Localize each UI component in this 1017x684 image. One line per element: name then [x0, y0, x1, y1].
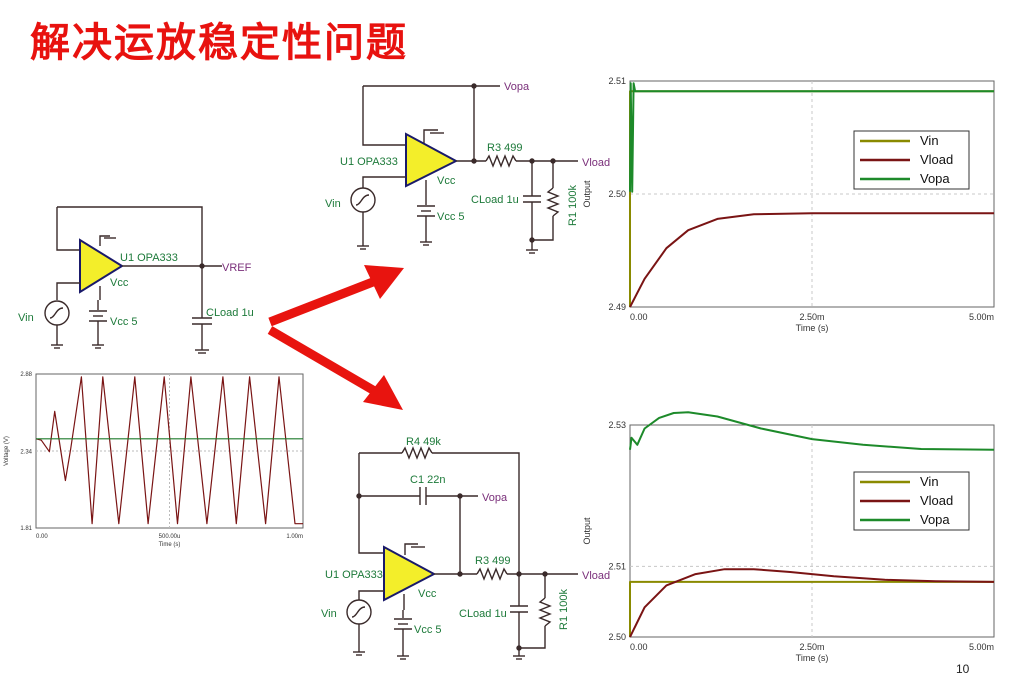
y-tick-label: 2.88: [20, 372, 32, 378]
arrow-up-head: [364, 265, 404, 299]
top-vopa-label: Vopa: [504, 81, 530, 93]
bottom-r1-label: R1 100k: [558, 589, 570, 630]
resistor-r1: [546, 187, 560, 217]
y-tick-label: 2.50: [608, 632, 626, 642]
bottom-vin-label: Vin: [321, 608, 337, 620]
top-cap-label: CLoad 1u: [471, 194, 519, 206]
series-line-0: [35, 376, 303, 525]
resistor-r4: [401, 446, 433, 460]
bottom-vload-label: Vload: [582, 570, 610, 582]
vin-source: [346, 599, 372, 625]
bottom-c1-label: C1 22n: [410, 474, 445, 486]
left-opamp-label: U1 OPA333: [120, 252, 178, 264]
resistor-r3: [485, 154, 517, 168]
x-tick-label: 2.50m: [799, 642, 824, 652]
y-tick-label: 2.49: [608, 302, 626, 312]
vin-source: [44, 300, 70, 326]
page-title: 解决运放稳定性问题: [30, 20, 408, 66]
series-line-vload: [629, 568, 995, 638]
x-tick-label: 0.00: [630, 312, 648, 322]
series-line-vopa: [629, 411, 995, 451]
x-axis-label: Time (s): [796, 653, 829, 663]
top-vcc-label: Vcc: [437, 175, 456, 187]
opamp-symbol: [79, 238, 124, 294]
arrows: [267, 265, 404, 410]
bottom-circuit: [346, 446, 578, 660]
series-line-vin: [629, 580, 994, 637]
bottom-vopa-label: Vopa: [482, 492, 508, 504]
left-node-label: VREF: [222, 262, 252, 274]
vin-source: [350, 187, 376, 213]
y-axis-label: Output: [582, 517, 592, 545]
arrow-down: [267, 326, 381, 397]
x-axis-label: Time (s): [796, 323, 829, 333]
legend-label: Vload: [920, 152, 953, 167]
y-tick-label: 2.51: [608, 76, 626, 86]
x-tick-label: 0.00: [630, 642, 648, 652]
left-cap-label: CLoad 1u: [206, 307, 254, 319]
y-tick-label: 1.81: [20, 526, 32, 532]
left-circuit: [44, 206, 222, 354]
resistor-r1: [538, 597, 552, 627]
x-tick-label: 1.00m: [286, 534, 303, 540]
top-r3-label: R3 499: [487, 142, 522, 154]
bottom-cap-label: CLoad 1u: [459, 608, 507, 620]
top-r1-label: R1 100k: [567, 185, 579, 226]
legend-label: Vopa: [920, 512, 950, 527]
legend-label: Vin: [920, 474, 939, 489]
y-axis-label: Voltage (V): [4, 436, 10, 466]
x-tick-label: 5.00m: [969, 642, 994, 652]
y-axis-label: Output: [582, 180, 592, 208]
left-vcc-label: Vcc: [110, 277, 129, 289]
y-tick-label: 2.53: [608, 420, 626, 430]
x-tick-label: 5.00m: [969, 312, 994, 322]
x-tick-label: 0.00: [36, 534, 48, 540]
y-tick-label: 2.50: [608, 189, 626, 199]
legend-label: Vin: [920, 133, 939, 148]
bottom-opamp-label: U1 OPA333: [325, 569, 383, 581]
bottom-vcc-label: Vcc: [418, 588, 437, 600]
y-tick-label: 2.51: [608, 561, 626, 571]
y-tick-label: 2.34: [20, 450, 32, 456]
bottom-vcc-source-label: Vcc 5: [414, 624, 442, 636]
opamp-symbol: [383, 545, 437, 602]
left-vcc-source-label: Vcc 5: [110, 316, 138, 328]
opamp-symbol: [405, 132, 459, 188]
x-axis-label: Time (s): [159, 542, 181, 548]
series-line-vopa: [629, 82, 994, 193]
top-vload-label: Vload: [582, 157, 610, 169]
legend-label: Vopa: [920, 171, 950, 186]
page-number: 10: [956, 662, 970, 676]
series-line-vload: [629, 212, 994, 308]
arrow-up: [268, 275, 380, 327]
bottom-r3-label: R3 499: [475, 555, 510, 567]
x-tick-label: 2.50m: [799, 312, 824, 322]
top-circuit: [350, 83, 578, 254]
resistor-r3: [476, 567, 508, 581]
top-vin-label: Vin: [325, 198, 341, 210]
bottom-r4-label: R4 49k: [406, 436, 441, 448]
left-vin-label: Vin: [18, 312, 34, 324]
feedback-wire: [57, 206, 203, 266]
arrow-down-head: [363, 375, 403, 410]
top-vcc-source-label: Vcc 5: [437, 211, 465, 223]
legend-label: Vload: [920, 493, 953, 508]
top-opamp-label: U1 OPA333: [340, 156, 398, 168]
x-tick-label: 500.00u: [159, 534, 181, 540]
